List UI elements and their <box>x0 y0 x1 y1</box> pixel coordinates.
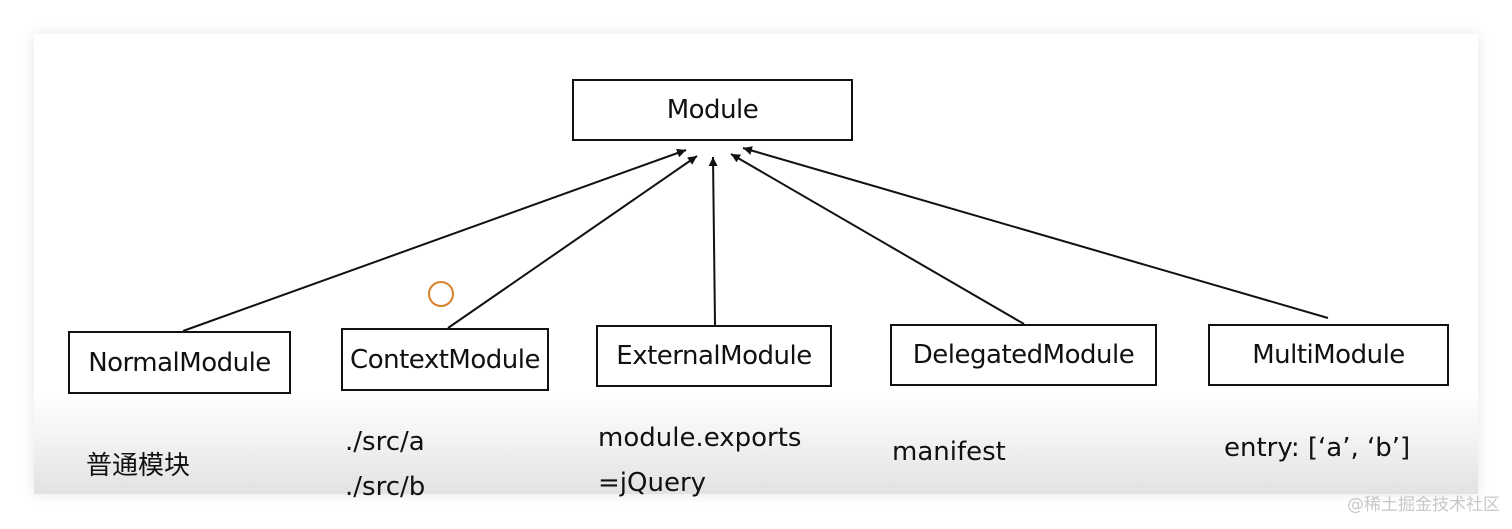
note-line: =jQuery <box>598 468 707 498</box>
arrow-context-to-module <box>447 155 698 329</box>
normal-module-box: NormalModule <box>68 331 291 394</box>
context-module-note: ./src/a ./src/b <box>345 420 425 510</box>
multi-module-box: MultiModule <box>1208 324 1449 386</box>
arrow-normal-to-module <box>182 148 687 332</box>
context-module-box: ContextModule <box>341 328 549 391</box>
watermark: @稀土掘金技术社区 <box>1347 495 1500 515</box>
arrow-multi-to-module <box>742 146 1329 319</box>
multi-module-note: entry: [‘a’, ‘b’] <box>1224 426 1410 471</box>
delegated-module-box: DelegatedModule <box>890 324 1157 386</box>
note-line: ./src/b <box>345 472 426 502</box>
normal-module-note: 普通模块 <box>86 444 190 489</box>
delegated-module-note: manifest <box>892 430 1006 475</box>
note-line: entry: [‘a’, ‘b’] <box>1224 433 1411 463</box>
cursor-indicator-icon <box>428 281 454 307</box>
arrow-external-to-module <box>708 156 718 326</box>
external-module-note: module.exports =jQuery <box>598 416 801 506</box>
note-line: 普通模块 <box>86 451 191 481</box>
note-line: module.exports <box>598 423 802 453</box>
arrow-delegated-to-module <box>730 153 1025 325</box>
note-line: ./src/a <box>345 427 425 457</box>
note-line: manifest <box>892 437 1006 467</box>
external-module-box: ExternalModule <box>596 325 832 387</box>
module-box: Module <box>572 79 853 141</box>
